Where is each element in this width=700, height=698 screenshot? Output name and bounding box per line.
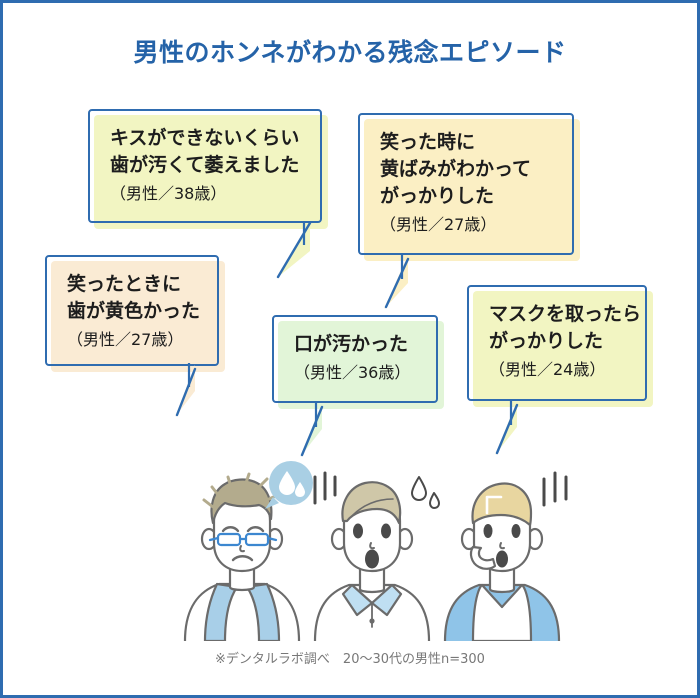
bubble-5-line-2: がっかりした [489,329,604,352]
bubble-5-fill [473,291,653,407]
bubble-2-tail [384,253,410,309]
speech-bubble-4: 口が汚かった （男性／36歳） [272,315,444,457]
bubble-4-attribution: （男性／36歳） [294,362,411,382]
sweat-drops-figure-2 [411,476,440,509]
bubble-5-text: マスクを取ったら がっかりした （男性／24歳） [467,285,653,394]
sweat-thought-bubble [265,461,313,509]
bubble-5-attribution: （男性／24歳） [489,359,606,379]
bubble-4-fill [278,321,444,409]
bubble-4-text: 口が汚かった （男性／36歳） [272,315,444,397]
shock-lines-left [313,471,337,505]
bubble-1-line-2: 歯が汚くて萎えました [110,153,300,176]
figure-man-shocked [313,481,431,641]
bubble-1-text: キスができないくらい 歯が汚くて萎えました （男性／38歳） [88,109,328,218]
speech-bubble-5: マスクを取ったら がっかりした （男性／24歳） [467,285,653,455]
bubble-5-line-1: マスクを取ったら [489,303,642,325]
illustration-three-men [183,461,568,641]
speech-bubble-3: 笑ったときに 歯が黄色かった （男性／27歳） [45,255,225,417]
bubble-5-tail [495,399,519,455]
shock-lines-right [542,471,568,507]
bubble-3-attribution: （男性／27歳） [67,329,184,349]
bubble-2-line-1: 笑った時に [380,131,476,153]
speech-bubble-1: キスができないくらい 歯が汚くて萎えました （男性／38歳） [88,109,328,279]
page-title: 男性のホンネがわかる残念エピソード [133,38,567,67]
bubble-4-line-1: 口が汚かった [294,333,409,355]
bubble-3-line-1: 笑ったときに [67,273,182,295]
bubble-1-attribution: （男性／38歳） [110,183,227,203]
footnote: ※デンタルラボ調べ 20〜30代の男性n=300 [215,652,485,667]
bubble-1-fill [94,115,328,229]
figure-man-blond-worried [443,482,561,641]
bubble-2-line-3: がっかりした [380,184,495,207]
bubble-2-line-2: 黄ばみがわかって [380,157,532,180]
bubble-1-line-1: キスができないくらい [110,127,300,149]
speech-bubble-2: 笑った時に 黄ばみがわかって がっかりした （男性／27歳） [358,113,580,309]
bubble-3-line-2: 歯が黄色かった [67,299,201,322]
bubble-2-text: 笑った時に 黄ばみがわかって がっかりした （男性／27歳） [358,113,580,249]
bubble-3-fill [51,261,225,372]
bubble-2-attribution: （男性／27歳） [380,214,497,234]
bubble-1-tail [276,221,312,279]
figure-man-with-glasses [183,472,301,641]
bubble-2-fill [364,119,580,261]
bubble-3-text: 笑ったときに 歯が黄色かった （男性／27歳） [45,255,225,364]
